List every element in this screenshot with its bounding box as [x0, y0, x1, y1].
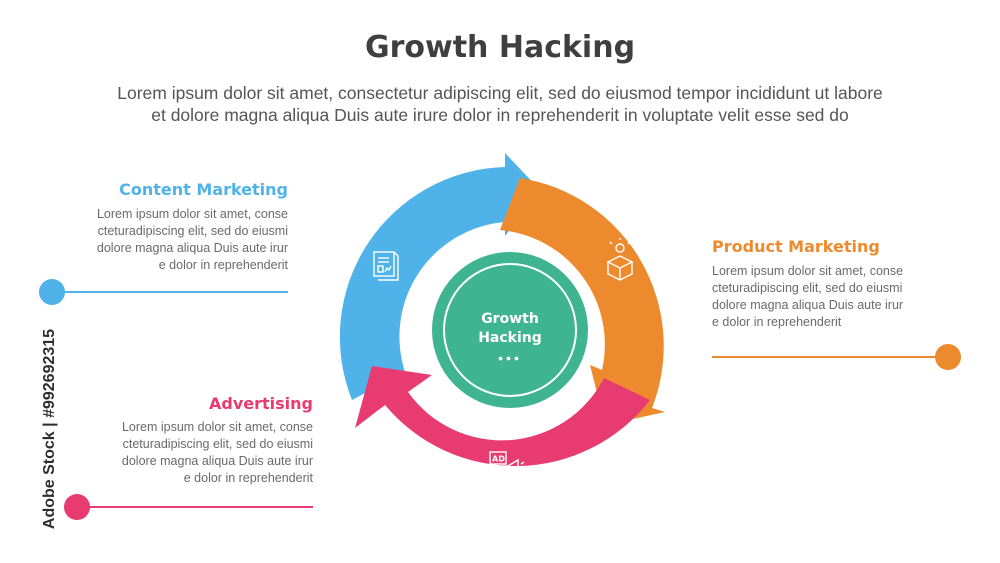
subtitle-line-1: Lorem ipsum dolor sit amet, consectetur … — [117, 83, 883, 103]
advertising-arrow — [355, 366, 650, 467]
box-idea-icon — [606, 238, 634, 281]
content-marketing-body: Lorem ipsum dolor sit amet, conse ctetur… — [40, 206, 288, 274]
advertising-line: Lorem ipsum dolor sit amet, conse — [121, 420, 313, 434]
advertising-body: Lorem ipsum dolor sit amet, conse ctetur… — [60, 419, 313, 487]
advertising-line: cteturadipiscing elit, sed do eiusmi — [122, 437, 313, 451]
content-line: e dolor in reprehenderit — [158, 258, 288, 272]
product-line: e dolor in reprehenderit — [712, 315, 842, 329]
product-marketing-title: Product Marketing — [712, 237, 880, 256]
product-marketing-arrow — [500, 178, 665, 425]
document-chart-icon — [373, 251, 399, 281]
product-line: cteturadipiscing elit, sed do eiusmi — [712, 281, 903, 295]
center-line-1: Growth — [481, 311, 539, 327]
advertising-title: Advertising — [209, 394, 313, 413]
content-marketing-dot — [39, 279, 65, 305]
product-marketing-connector — [712, 356, 948, 358]
ad-icon-text: AD — [492, 455, 505, 464]
advertising-connector — [78, 506, 313, 508]
subtitle-line-2: et dolore magna aliqua Duis aute irure d… — [151, 105, 849, 125]
product-marketing-body: Lorem ipsum dolor sit amet, conse ctetur… — [712, 263, 962, 331]
advertising-dot — [64, 494, 90, 520]
advertising-line: e dolor in reprehenderit — [183, 471, 313, 485]
product-marketing-dot — [935, 344, 961, 370]
stock-watermark: Adobe Stock | #992692315 — [41, 328, 58, 530]
content-line: cteturadipiscing elit, sed do eiusmi — [97, 224, 288, 238]
center-line-2: Hacking — [478, 330, 542, 346]
center-label: Growth Hacking — [440, 310, 580, 348]
page-title: Growth Hacking — [364, 30, 636, 65]
product-line: dolore magna aliqua Duis aute irur — [712, 298, 904, 312]
content-line: Lorem ipsum dolor sit amet, conse — [96, 207, 288, 221]
product-line: Lorem ipsum dolor sit amet, conse — [712, 264, 904, 278]
content-line: dolore magna aliqua Duis aute irur — [96, 241, 288, 255]
content-marketing-connector — [52, 291, 288, 293]
advertising-line: dolore magna aliqua Duis aute irur — [121, 454, 313, 468]
center-circle — [432, 252, 588, 408]
page-subtitle: Lorem ipsum dolor sit amet, consectetur … — [40, 82, 960, 126]
content-marketing-title: Content Marketing — [119, 180, 288, 199]
content-marketing-arrow — [339, 153, 540, 400]
center-dots: ••• — [498, 350, 522, 366]
ad-megaphone-icon — [489, 451, 525, 478]
center-ring — [443, 263, 577, 397]
